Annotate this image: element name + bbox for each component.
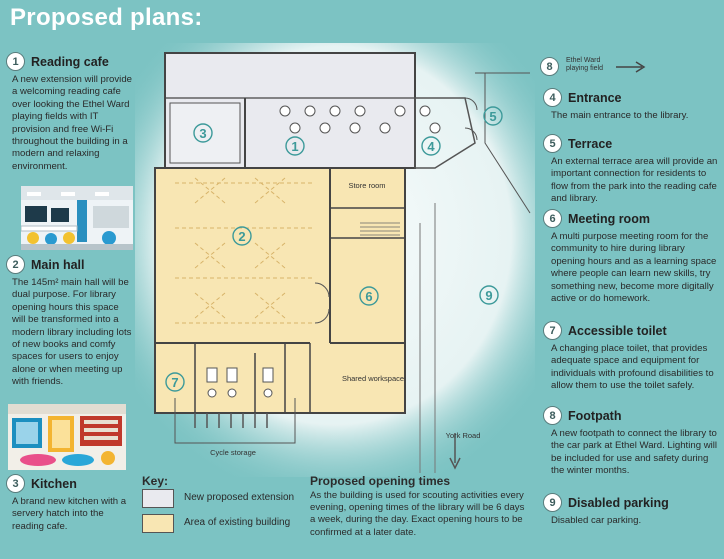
arrow-right-icon [616,61,646,73]
section-title: Reading cafe [31,54,109,69]
ethel-ward-label: Ethel Ward playing field [566,57,603,72]
section-footpath: 8 Footpath A new footpath to connect the … [543,406,721,478]
store-room-label: Store room [348,181,385,190]
section-number-7: 7 [543,321,562,340]
section-text: The main entrance to the library. [551,110,689,121]
plan-marker-4: 4 [427,139,435,154]
plan-marker-9: 9 [485,288,492,303]
opening-times-title: Proposed opening times [310,474,451,488]
section-text: A new extension will provide a welcoming… [12,74,132,172]
section-main-hall: 2 Main hall The 145m² main hall will be d… [6,255,134,389]
plan-marker-3: 3 [199,126,206,141]
cycle-storage-label: Cycle storage [210,448,256,457]
existing-building-area [154,167,406,414]
section-number-2: 2 [6,255,25,274]
plan-marker-5: 5 [489,109,496,124]
section-number-6: 6 [543,209,562,228]
main-hall-photo [8,404,126,470]
section-text: A brand new kitchen with a servery hatch… [12,496,127,532]
section-title: Main hall [31,257,85,272]
section-text: The 145m² main hall will be dual purpose… [12,277,132,388]
section-number-1: 1 [6,52,25,71]
ethel-ward-marker: 8 Ethel Ward playing field [540,55,650,85]
section-number-3: 3 [6,474,25,493]
section-terrace: 5 Terrace An external terrace area will p… [543,134,721,206]
plan-marker-8: 8 [540,57,559,76]
section-title: Meeting room [568,211,650,226]
section-text: An external terrace area will provide an… [551,156,718,205]
section-title: Accessible toilet [568,323,667,338]
plan-marker-7: 7 [171,375,178,390]
section-text: A multi purpose meeting room for the com… [551,231,717,305]
key-swatch-extension [142,489,174,508]
york-road-label: York Road [446,431,481,440]
shared-workspace-label: Shared workspace [342,374,404,383]
key-swatch-existing [142,514,174,533]
floor-plan: Store room Shared workspace Cycle storag… [125,33,545,483]
section-title: Terrace [568,136,613,151]
section-title: Entrance [568,90,622,105]
section-title: Disabled parking [568,495,669,510]
section-reading-cafe: 1 Reading cafe A new extension will provi… [6,52,134,173]
section-text: A new footpath to connect the library to… [551,428,718,477]
section-title: Footpath [568,408,622,423]
section-kitchen: 3 Kitchen A brand new kitchen with a serv… [6,474,134,533]
section-number-8: 8 [543,406,562,425]
section-meeting-room: 6 Meeting room A multi purpose meeting ro… [543,209,721,305]
page-title: Proposed plans: [10,4,203,31]
section-number-9: 9 [543,493,562,512]
plan-marker-6: 6 [365,289,372,304]
section-title: Kitchen [31,476,77,491]
section-entrance: 4 Entrance The main entrance to the libra… [543,88,721,122]
key-title: Key: [142,474,169,488]
reading-cafe-photo [21,186,133,250]
section-disabled-parking: 9 Disabled parking Disabled car parking. [543,493,721,527]
section-accessible-toilet: 7 Accessible toilet A changing place toil… [543,321,721,393]
key-label-extension: New proposed extension [184,492,295,503]
section-number-5: 5 [543,134,562,153]
key-label-existing: Area of existing building [184,517,291,528]
opening-times-text: As the building is used for scouting act… [310,490,525,538]
section-number-4: 4 [543,88,562,107]
plan-marker-1: 1 [291,139,298,154]
section-text: A changing place toilet, that provides a… [551,343,714,392]
plan-marker-2: 2 [238,229,245,244]
section-text: Disabled car parking. [551,515,642,526]
